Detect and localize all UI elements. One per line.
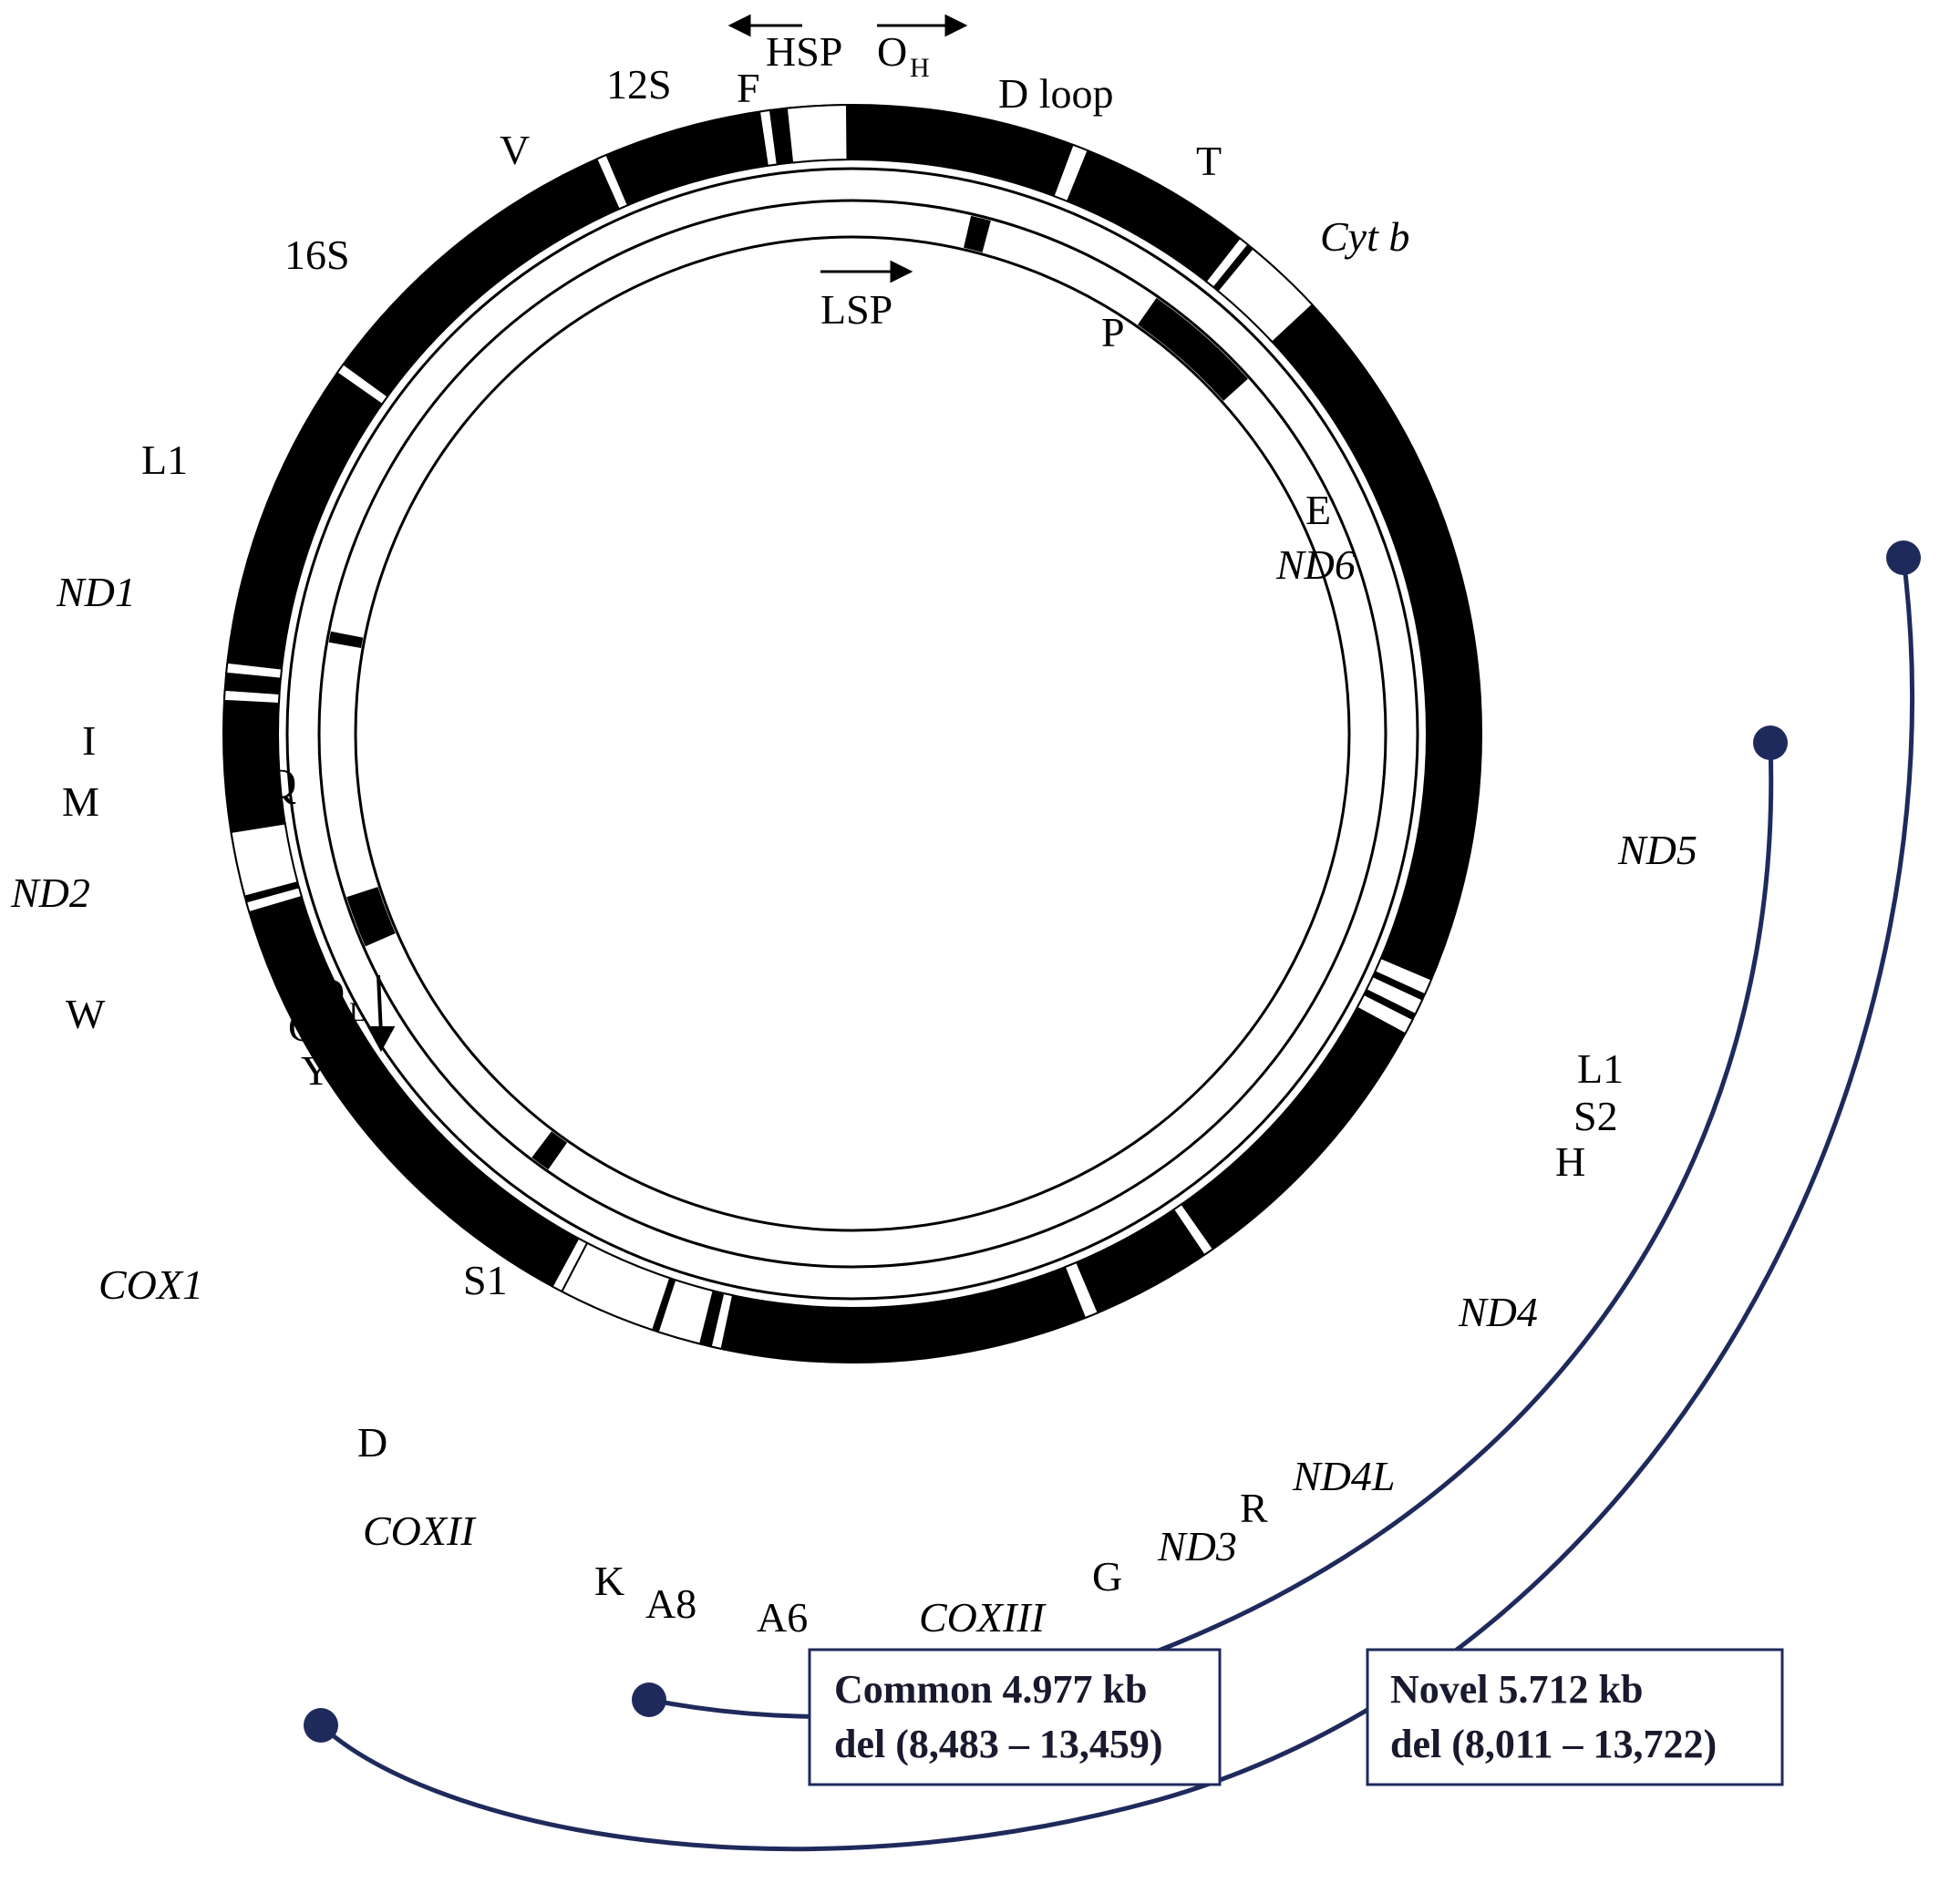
outer-strand-ring (222, 104, 1482, 1363)
label-p: P (1101, 309, 1125, 355)
gap-r (1171, 1202, 1215, 1257)
gap-k (709, 1291, 735, 1351)
novel-deletion-range: del (8,011 – 13,722) (1390, 1722, 1717, 1766)
label-k: K (594, 1558, 624, 1604)
outer-strand-inner-edge (285, 167, 1419, 1301)
novel-deletion-start-dot (1886, 540, 1921, 575)
label-nd1: ND1 (56, 569, 136, 615)
gap-v (595, 153, 630, 211)
label-16s: 16S (284, 232, 350, 278)
label-ol-sub: L (349, 997, 366, 1027)
gap-cytb-l (1204, 236, 1250, 289)
inner-ring-gene-blocks (328, 215, 1248, 1170)
label-y: Y (301, 1047, 331, 1094)
block-s1 (531, 1131, 568, 1170)
gap-g (1063, 1260, 1099, 1320)
label-l1-right: L1 (1577, 1045, 1624, 1092)
gap-w (244, 886, 304, 914)
gap-w-region (230, 822, 299, 898)
common-deletion-box: Common 4.977 kb del (8,483 – 13,459) (808, 1648, 1222, 1786)
gap-nd6-region (1216, 247, 1315, 344)
label-f: F (737, 65, 760, 111)
label-coxiii: COXIII (919, 1594, 1047, 1641)
label-lsp: LSP (820, 286, 892, 333)
label-oh-sub: H (910, 53, 930, 83)
label-i: I (82, 717, 96, 764)
label-g: G (1092, 1553, 1122, 1600)
hsp-arrow (727, 14, 968, 37)
lsp-arrow (820, 260, 913, 283)
block-p (964, 215, 991, 252)
label-cox1: COX1 (98, 1261, 203, 1308)
gap-a6 (561, 1241, 672, 1332)
label-d: D (357, 1419, 387, 1466)
label-e: E (1305, 487, 1331, 533)
gap-t (1052, 143, 1089, 203)
common-deletion-end-dot (632, 1682, 666, 1717)
block-q (328, 631, 364, 648)
gap-a8 (656, 1278, 715, 1345)
gap-h (1356, 993, 1415, 1035)
label-v: V (500, 127, 530, 173)
label-n: N (279, 958, 309, 1004)
inner-strand-inner-edge (354, 235, 1351, 1232)
novel-deletion-name: Novel 5.712 kb (1390, 1667, 1643, 1712)
label-m: M (62, 778, 99, 825)
common-deletion-start-dot (1753, 725, 1788, 760)
label-nd6: ND6 (1275, 541, 1356, 588)
label-a: A (270, 915, 300, 962)
gap-s2 (1365, 974, 1424, 1016)
label-coxii: COXII (363, 1507, 477, 1554)
label-nd5: ND5 (1617, 827, 1697, 873)
novel-deletion-end-dot (304, 1708, 338, 1743)
gap-l1-right (1373, 956, 1433, 996)
label-q: Q (266, 760, 296, 807)
label-s1: S1 (463, 1257, 508, 1303)
label-c: C (288, 1003, 316, 1050)
label-nd4: ND4 (1458, 1289, 1538, 1335)
gap-d-loop-white (785, 104, 849, 164)
gap-i (222, 688, 281, 705)
outer-ring-gene-boundaries (222, 104, 1433, 1351)
label-ol: O (315, 970, 345, 1016)
common-deletion-name: Common 4.977 kb (834, 1667, 1148, 1712)
label-hsp: HSP (766, 28, 842, 75)
gap-f (758, 108, 779, 168)
label-s2: S2 (1573, 1093, 1618, 1139)
label-nd3: ND3 (1157, 1523, 1237, 1569)
label-nd4l: ND4L (1292, 1453, 1395, 1499)
label-w: W (66, 991, 106, 1037)
gap-l1 (335, 363, 389, 406)
common-deletion-range: del (8,483 – 13,459) (834, 1722, 1163, 1766)
label-t: T (1196, 138, 1222, 184)
novel-deletion-box: Novel 5.712 kb del (8,011 – 13,722) (1366, 1648, 1784, 1786)
label-cyt-b: Cyt b (1320, 213, 1409, 260)
block-nd6 (1137, 297, 1248, 401)
label-h: H (1555, 1138, 1585, 1185)
gap-m (225, 661, 284, 680)
label-12s: 12S (606, 61, 672, 108)
block-a-n (346, 887, 391, 934)
label-a8: A8 (645, 1580, 696, 1627)
ol-arrow (366, 974, 396, 1053)
label-a6: A6 (757, 1594, 808, 1641)
inner-strand-outer-edge (317, 199, 1387, 1269)
label-l1-top: L1 (141, 437, 188, 483)
novel-deletion-arc (319, 557, 1915, 1852)
block-c (358, 918, 396, 947)
label-nd2: ND2 (10, 869, 90, 916)
label-d-loop: D loop (998, 70, 1114, 117)
label-r: R (1240, 1485, 1268, 1531)
common-deletion-arc (648, 742, 1774, 1719)
label-oh: O (877, 28, 907, 75)
